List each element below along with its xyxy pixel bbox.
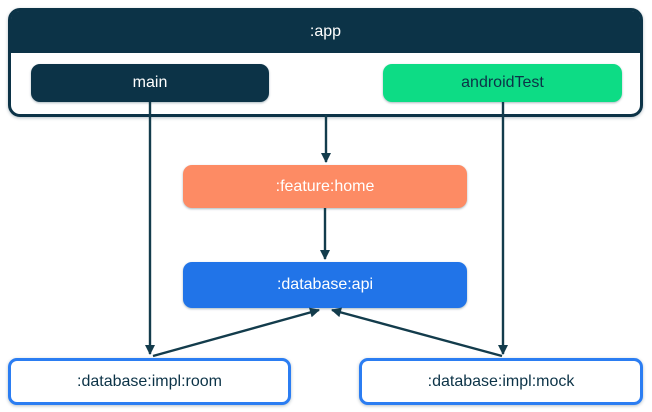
module-database-api-label: :database:api bbox=[276, 276, 374, 293]
edge-impl-mock-to-database-api bbox=[331, 307, 503, 358]
edge-impl-room-to-database-api bbox=[152, 307, 320, 358]
module-app: :app main androidTest bbox=[8, 8, 643, 117]
module-feature-home: :feature:home bbox=[183, 165, 467, 208]
module-database-api: :database:api bbox=[183, 262, 467, 308]
module-database-impl-room: :database:impl:room bbox=[8, 358, 291, 405]
module-database-impl-mock-label: :database:impl:mock bbox=[427, 372, 575, 390]
module-feature-home-label: :feature:home bbox=[275, 177, 375, 195]
sourceset-main-label: main bbox=[132, 74, 168, 91]
sourceset-main: main bbox=[31, 64, 269, 102]
sourceset-androidtest-label: androidTest bbox=[461, 74, 544, 91]
sourceset-androidtest: androidTest bbox=[383, 64, 622, 102]
module-app-label: :app bbox=[309, 23, 342, 40]
module-database-impl-mock: :database:impl:mock bbox=[359, 358, 643, 405]
module-database-impl-room-label: :database:impl:room bbox=[77, 372, 222, 390]
module-app-header: :app bbox=[11, 11, 640, 53]
